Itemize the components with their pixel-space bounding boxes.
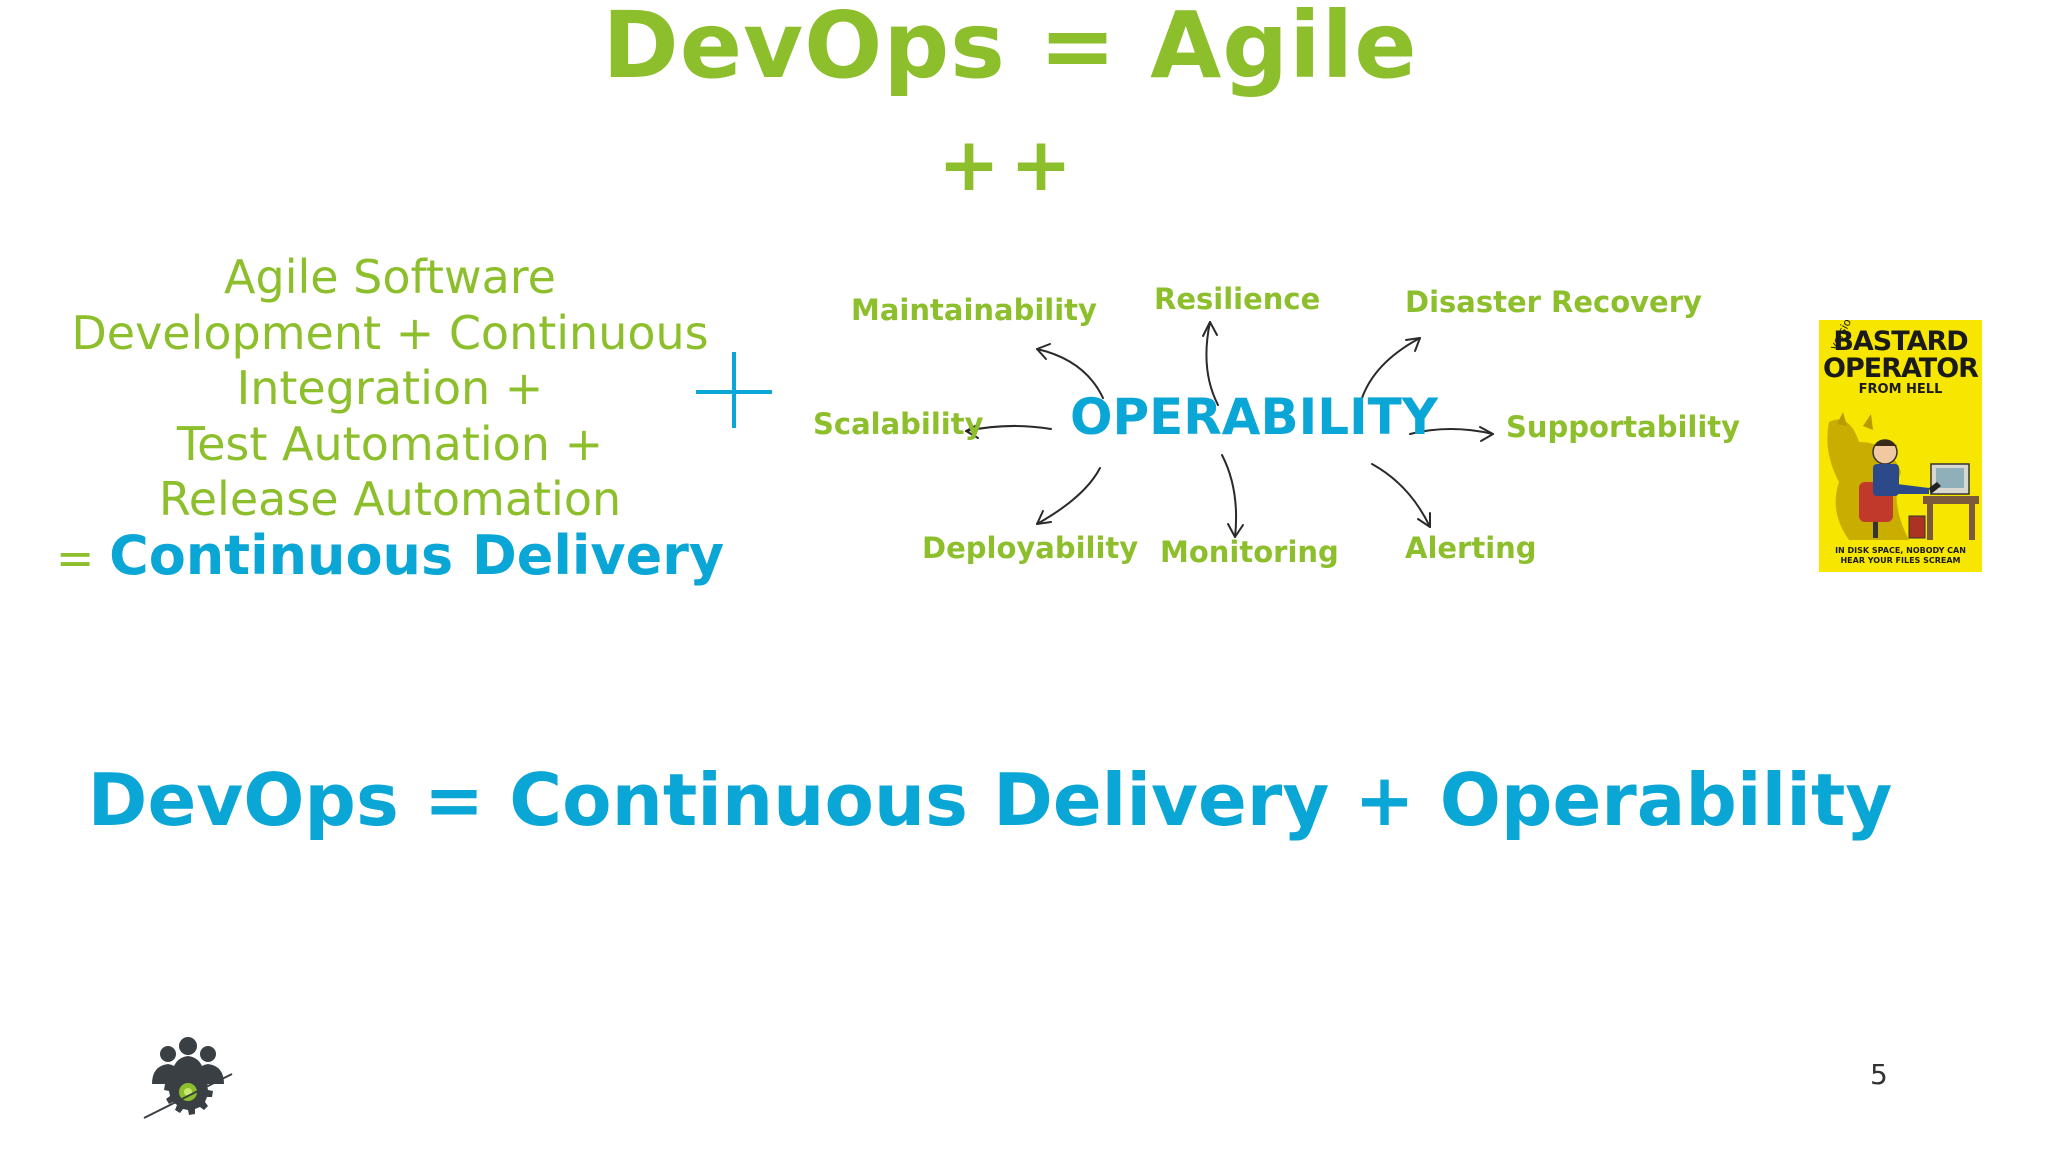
- arrow-deployability: [1037, 468, 1100, 524]
- label-deployability: Deployability: [922, 531, 1138, 565]
- book-cover-image: version 1.0 BASTARD OPERATOR FROM HELL I…: [1819, 320, 1982, 572]
- book-title: BASTARD OPERATOR FROM HELL: [1819, 328, 1982, 398]
- book-title-line: BASTARD: [1819, 328, 1982, 355]
- label-monitoring: Monitoring: [1160, 535, 1339, 569]
- label-maintainability: Maintainability: [851, 293, 1097, 327]
- arrow-alerting: [1372, 464, 1430, 527]
- label-disaster-recovery: Disaster Recovery: [1405, 285, 1702, 319]
- operability-center: OPERABILITY: [1070, 388, 1438, 446]
- page-number: 5: [1870, 1058, 1888, 1091]
- arrow-monitoring: [1222, 455, 1243, 537]
- label-supportability: Supportability: [1506, 410, 1740, 444]
- book-subtitle: FROM HELL: [1819, 382, 1982, 398]
- label-scalability: Scalability: [813, 407, 984, 441]
- book-illustration-icon: [1819, 412, 1982, 542]
- team-gear-icon: [138, 1032, 238, 1124]
- book-title-line: OPERATOR: [1819, 355, 1982, 382]
- book-tagline: IN DISK SPACE, NOBODY CAN HEAR YOUR FILE…: [1825, 546, 1976, 566]
- label-resilience: Resilience: [1154, 282, 1320, 316]
- label-alerting: Alerting: [1405, 531, 1537, 565]
- devops-equation: DevOps = Continuous Delivery + Operabili…: [0, 758, 1980, 842]
